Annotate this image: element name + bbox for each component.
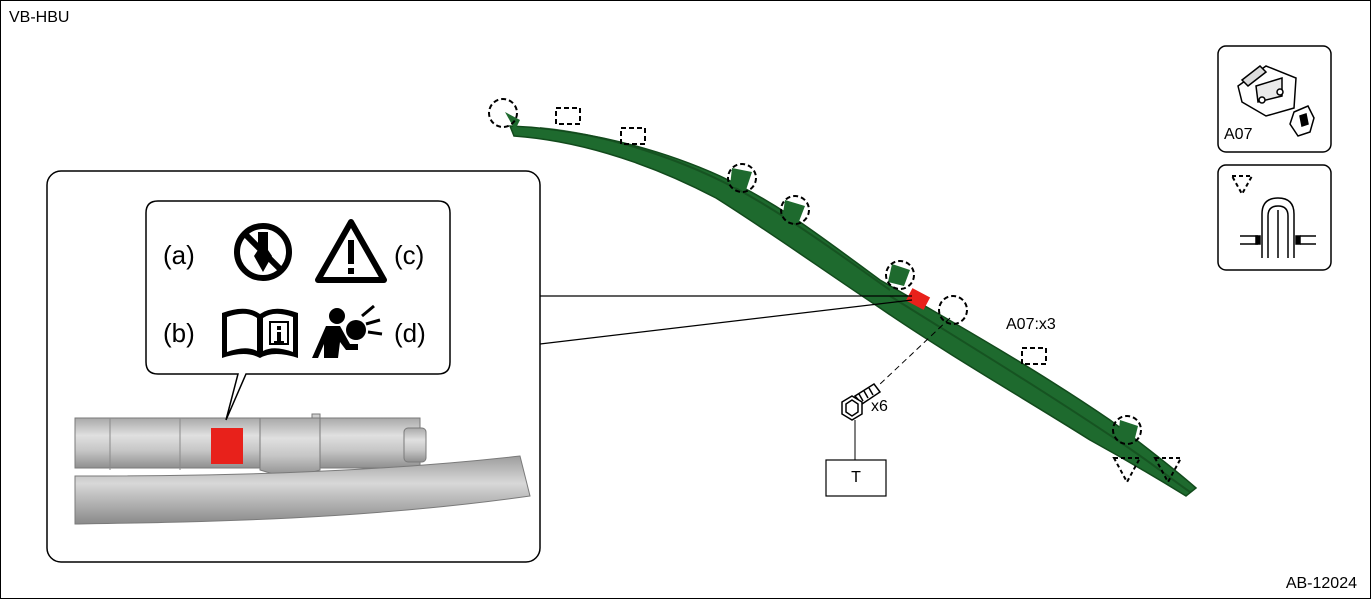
- diagram-code: VB-HBU: [9, 9, 70, 26]
- trim-clip-symbol: [1230, 175, 1254, 197]
- label-a: (a): [163, 240, 195, 270]
- clip-point: [620, 127, 646, 145]
- bolt-point: [885, 260, 915, 290]
- clip-points: [555, 107, 1047, 365]
- read-manual-icon: [222, 308, 298, 358]
- inflator-tube: [74, 413, 531, 525]
- figure-id: AB-12024: [1285, 575, 1357, 592]
- warning-label-marker: [905, 288, 931, 310]
- bolt-count-label: x6: [871, 398, 888, 415]
- clip-point: [1021, 347, 1047, 365]
- torque-box: [825, 459, 887, 497]
- bolt-point: [727, 163, 757, 193]
- label-c: (c): [394, 240, 425, 270]
- airbag-deploy-icon: [312, 304, 383, 358]
- legend-trim-clip-box: [1217, 164, 1332, 271]
- label-callout-bubble: [145, 200, 451, 421]
- warning-label-marker: [211, 428, 243, 464]
- warning-triangle-icon: [315, 219, 387, 283]
- clip-point: [555, 107, 581, 125]
- detail-inset: [46, 170, 913, 563]
- trim-clip-point: [1153, 457, 1183, 485]
- bolt-point: [488, 98, 518, 128]
- trim-clip-points: [1112, 457, 1183, 485]
- bolt-point: [938, 295, 968, 325]
- curtain-airbag-module: [505, 112, 1198, 497]
- legend: [1217, 45, 1332, 271]
- trim-clip-point: [1112, 457, 1142, 485]
- no-disassemble-icon: [234, 223, 292, 281]
- bolt-mount-points: [488, 98, 1142, 445]
- trim-clip-icon: [1240, 197, 1316, 258]
- torque-label: T: [851, 469, 861, 486]
- legend-clip-label: A07: [1224, 126, 1253, 143]
- bolt-callout: [825, 317, 951, 497]
- bolt-icon: [841, 382, 882, 421]
- bolt-point: [780, 195, 810, 225]
- clip-icon: [1237, 65, 1315, 137]
- clip-count-label: A07:x3: [1006, 316, 1056, 333]
- label-b: (b): [163, 318, 195, 348]
- bolt-point: [1112, 415, 1142, 445]
- label-d: (d): [394, 318, 426, 348]
